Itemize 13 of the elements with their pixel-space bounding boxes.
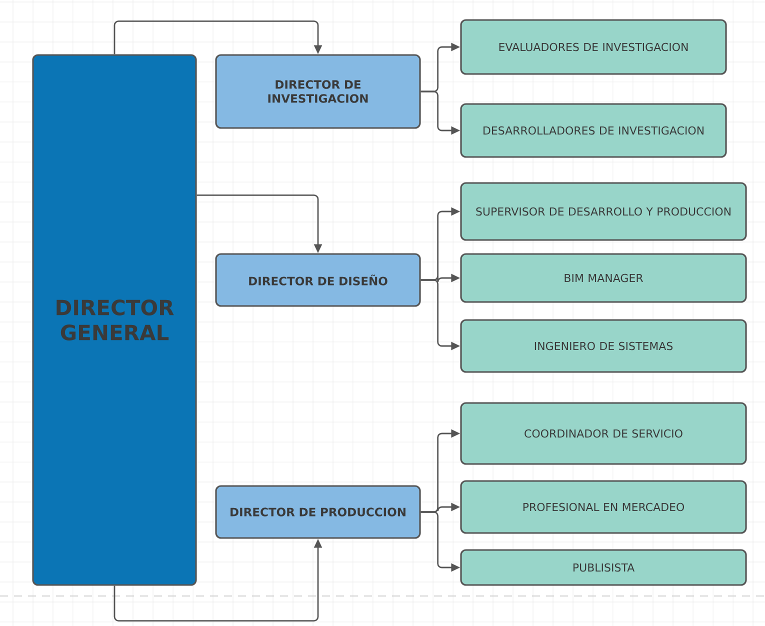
director-box: DIRECTOR DE PRODUCCION (215, 485, 421, 539)
staff-box: SUPERVISOR DE DESARROLLO Y PRODUCCION (460, 182, 747, 241)
arrow (114, 20, 322, 54)
staff-box: INGENIERO DE SISTEMAS (460, 319, 747, 373)
org-chart-head-box: DIRECTOR GENERAL (32, 54, 197, 586)
staff-box: COORDINADOR DE SERVICIO (460, 402, 747, 465)
director-box: DIRECTOR DE INVESTIGACION (215, 54, 421, 129)
director-box: DIRECTOR DE DISEÑO (215, 253, 421, 307)
staff-box: EVALUADORES DE INVESTIGACION (460, 19, 727, 75)
staff-box: PROFESIONAL EN MERCADEO (460, 480, 747, 534)
staff-box: PUBLISISTA (460, 549, 747, 586)
staff-box: DESARROLLADORES DE INVESTIGACION (460, 103, 727, 158)
staff-box: BIM MANAGER (460, 253, 747, 303)
